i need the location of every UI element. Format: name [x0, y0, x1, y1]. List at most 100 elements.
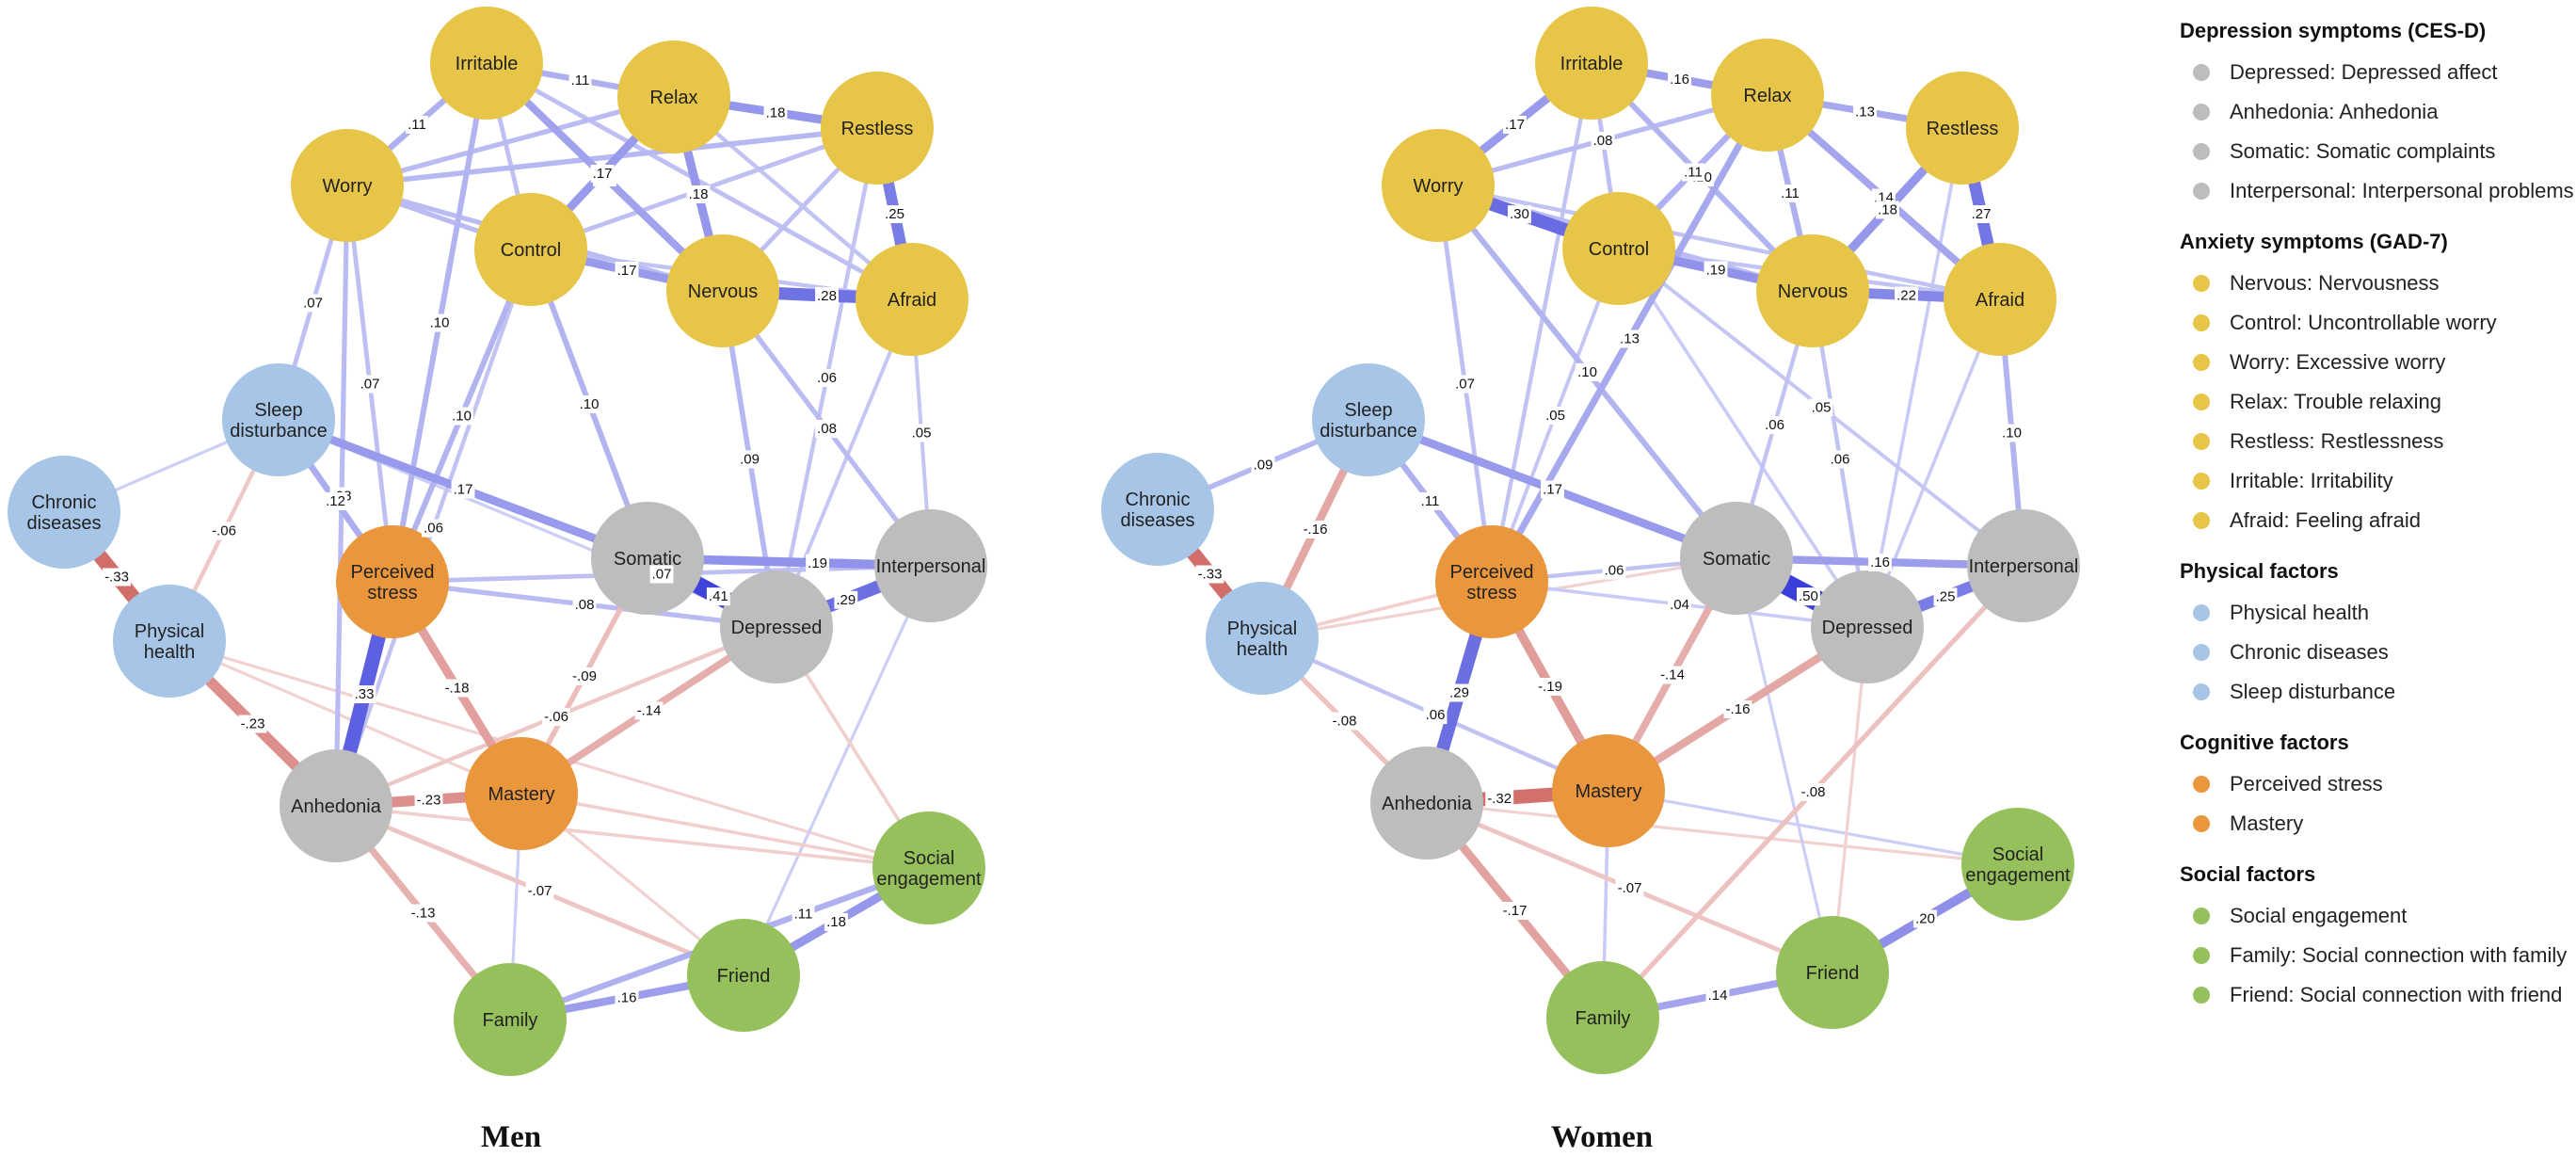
legend-swatch [2193, 815, 2210, 832]
svg-text:.07: .07 [303, 296, 323, 312]
svg-text:.11: .11 [408, 117, 426, 133]
men-node-nervous: Nervous [666, 234, 779, 347]
legend-swatch [2193, 183, 2210, 200]
node-label: disturbance [230, 421, 327, 442]
legend-swatch [2193, 64, 2210, 81]
men-edge-label: .06 [815, 369, 839, 387]
women-edge-label: .50 [1797, 587, 1820, 606]
node-circle [1756, 234, 1869, 347]
svg-text:.16: .16 [617, 990, 637, 1006]
men-edge-label: -.33 [103, 568, 131, 587]
node-label: disturbance [1320, 421, 1416, 442]
svg-text:.50: .50 [1799, 588, 1818, 604]
node-label: Worry [1414, 176, 1464, 197]
node-circle [1535, 7, 1648, 120]
men-network: IrritableRelaxRestlessWorryControlNervou… [8, 7, 987, 1154]
women-edge-label: .27 [1969, 205, 1993, 223]
women-edge-label: .08 [1591, 132, 1615, 150]
svg-text:.18: .18 [826, 914, 846, 930]
node-label: diseases [1121, 510, 1195, 531]
legend-heading: Cognitive factors [2180, 731, 2349, 754]
node-circle [336, 525, 449, 638]
women-edge-somatic-friend [1735, 557, 1834, 973]
node-label: Control [1589, 239, 1649, 260]
svg-text:.10: .10 [430, 315, 450, 331]
node-circle [430, 7, 543, 120]
women-edge-depressed-friend [1831, 626, 1869, 973]
svg-text:-.14: -.14 [1660, 667, 1685, 683]
node-label: Mastery [488, 784, 554, 805]
node-label: Perceived [1450, 562, 1534, 583]
node-label: Social [1992, 844, 2043, 865]
svg-text:.10: .10 [2002, 426, 2022, 442]
svg-text:-.17: -.17 [1503, 903, 1528, 919]
svg-text:-.16: -.16 [1304, 522, 1328, 538]
node-label: Somatic [614, 549, 681, 570]
legend-heading: Depression symptoms (CES-D) [2180, 19, 2486, 42]
legend-item: Control: Uncontrollable worry [2230, 311, 2497, 334]
svg-text:-.33: -.33 [1198, 567, 1223, 583]
svg-text:.17: .17 [454, 482, 473, 498]
legend-item: Restless: Restlessness [2230, 429, 2443, 453]
svg-text:.06: .06 [817, 370, 837, 386]
node-label: Friend [717, 966, 771, 987]
legend: Depression symptoms (CES-D)Depressed: De… [2180, 19, 2574, 1006]
node-circle [720, 570, 833, 683]
svg-text:.06: .06 [1605, 563, 1624, 579]
svg-text:.07: .07 [360, 377, 380, 393]
men-edge-interpersonal-friend [742, 565, 933, 976]
node-circle [1101, 453, 1214, 566]
men-node-mastery: Mastery [465, 737, 578, 850]
node-circle [454, 963, 567, 1076]
legend-item: Physical health [2230, 601, 2369, 624]
women-edge-label: .18 [1876, 201, 1899, 219]
node-label: Anhedonia [1382, 794, 1473, 814]
men-edge-label: .28 [815, 286, 839, 305]
women-edge-afraid-depressed [1865, 298, 2002, 628]
svg-text:.11: .11 [794, 906, 813, 922]
node-label: Relax [649, 88, 697, 108]
women-edge-label: -.14 [1658, 666, 1687, 684]
svg-text:.08: .08 [817, 421, 837, 437]
women-node-interpersonal: Interpersonal [1967, 509, 2080, 622]
svg-text:-.08: -.08 [1801, 784, 1826, 800]
svg-text:.07: .07 [652, 567, 672, 583]
women-edge-label: -.08 [1330, 712, 1359, 731]
men-edge-label: .05 [909, 424, 934, 442]
women-edge-label: -.17 [1500, 902, 1529, 920]
women-edge-label: .17 [1541, 480, 1564, 499]
legend-heading: Anxiety symptoms (GAD-7) [2180, 230, 2448, 253]
node-label: Afraid [888, 290, 936, 311]
women-edge-label: .11 [1682, 163, 1704, 182]
men-edge-label: .16 [615, 988, 639, 1007]
node-circle [222, 363, 335, 476]
women-node-depressed: Depressed [1811, 570, 1924, 683]
women-edge-label: .19 [1704, 261, 1728, 280]
men-edge-label: -.06 [210, 522, 238, 540]
svg-text:.06: .06 [1765, 417, 1784, 433]
svg-text:-.18: -.18 [445, 681, 470, 697]
women-edge-label: -.32 [1485, 789, 1514, 808]
women-edge-worry-afraid [1437, 183, 2001, 302]
men-edge-label: .11 [568, 72, 592, 89]
men-edge-label: .17 [615, 262, 639, 280]
men-edge-label: -.07 [525, 882, 554, 900]
svg-text:-.06: -.06 [544, 709, 568, 725]
svg-text:.17: .17 [617, 263, 637, 279]
node-label: Interpersonal [876, 556, 986, 577]
node-circle [1967, 509, 2080, 622]
men-edge-label: .07 [358, 375, 382, 394]
women-panel-title: Women [1551, 1120, 1653, 1154]
node-circle [474, 193, 587, 306]
men-panel-title: Men [481, 1120, 541, 1154]
legend-swatch [2193, 604, 2210, 621]
svg-text:.18: .18 [689, 186, 709, 202]
men-edge-label: .18 [686, 185, 711, 203]
women-edge-label: -.19 [1536, 678, 1564, 696]
legend-section-anxiety: Anxiety symptoms (GAD-7)Nervous: Nervous… [2180, 230, 2497, 532]
svg-text:.06: .06 [424, 521, 443, 537]
